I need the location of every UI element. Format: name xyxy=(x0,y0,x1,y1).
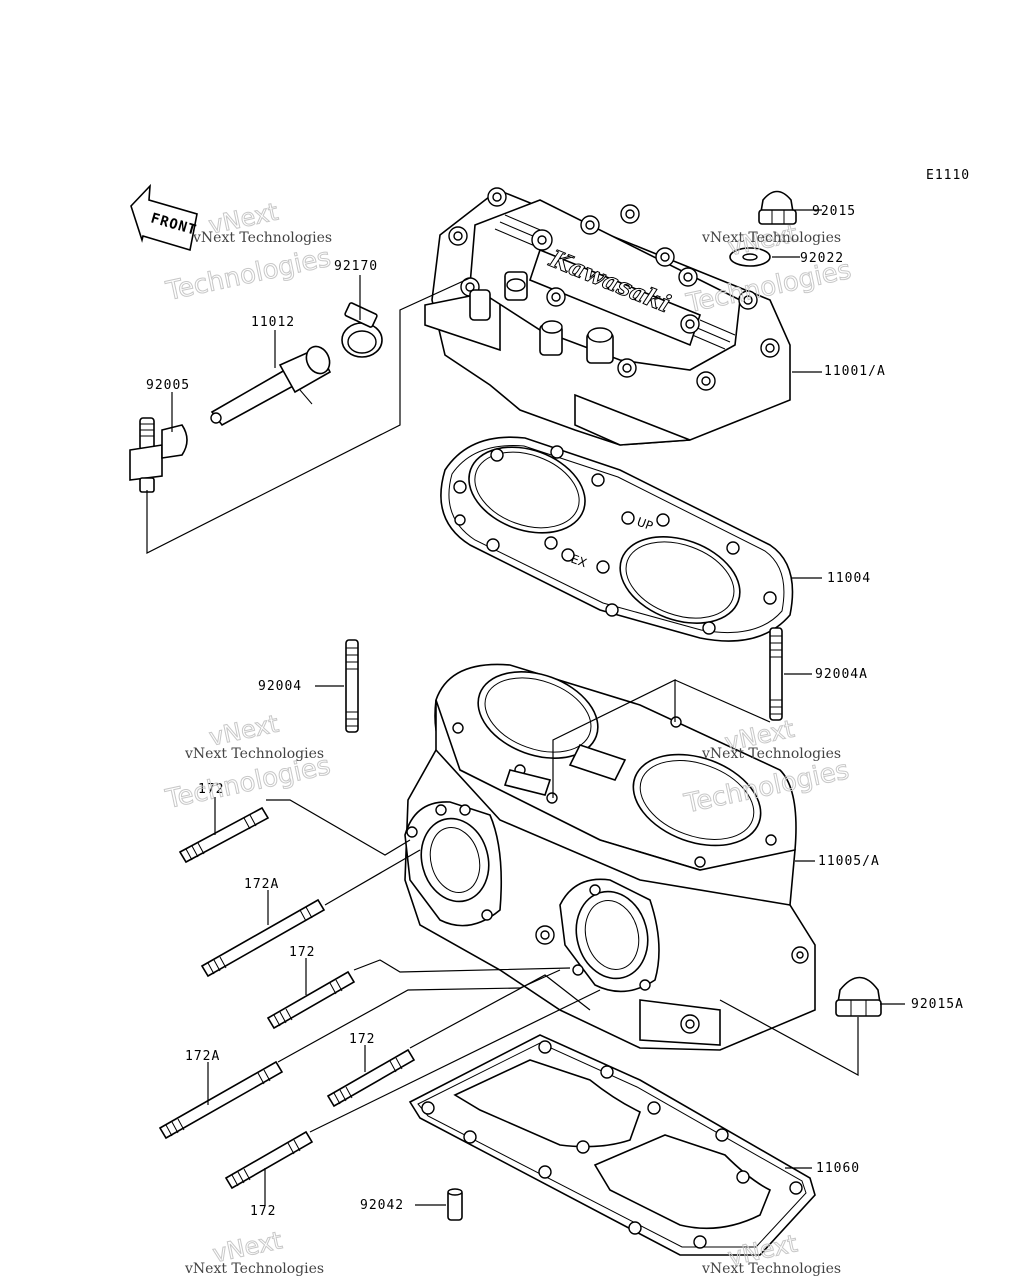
stud-172a-a[interactable] xyxy=(200,898,326,978)
head-gasket[interactable]: UP EX xyxy=(440,432,794,642)
temperature-sensor-11012[interactable] xyxy=(210,343,334,427)
label-11001a[interactable]: 11001/A xyxy=(824,364,886,379)
label-172-c[interactable]: 172 xyxy=(349,1032,375,1047)
cap-nut-92015a[interactable] xyxy=(835,976,882,1017)
gasket-ex-mark: EX xyxy=(569,552,589,571)
stud-172a-b[interactable] xyxy=(158,1060,284,1140)
label-11012[interactable]: 11012 xyxy=(251,315,295,330)
watermark-line2-a: Technologies xyxy=(163,243,334,307)
cylinder-head[interactable]: Kawasaki xyxy=(424,187,791,446)
label-11004[interactable]: 11004 xyxy=(827,571,871,586)
label-92004[interactable]: 92004 xyxy=(258,679,302,694)
watermarks: vNext Technologies vNext Technologies vN… xyxy=(162,197,854,1277)
hose-clamp-92170[interactable] xyxy=(341,302,383,358)
part-labels: 92015 92022 92170 11012 92005 11001/A 11… xyxy=(146,204,964,1219)
label-172-d[interactable]: 172 xyxy=(250,1204,276,1219)
label-172-a[interactable]: 172 xyxy=(198,782,224,797)
gasket-up-mark: UP xyxy=(635,515,655,534)
label-11005a[interactable]: 11005/A xyxy=(818,854,880,869)
label-172a-b[interactable]: 172A xyxy=(185,1049,220,1064)
label-172a-a[interactable]: 172A xyxy=(244,877,279,892)
watermark-small-d: vNext Technologies xyxy=(701,746,841,762)
watermark-small-e: vNext Technologies xyxy=(184,1261,324,1277)
label-11060[interactable]: 11060 xyxy=(816,1161,860,1176)
label-92022[interactable]: 92022 xyxy=(800,251,844,266)
label-92042[interactable]: 92042 xyxy=(360,1198,404,1213)
watermark-small-f: vNext Technologies xyxy=(701,1261,841,1277)
leader-lines xyxy=(146,209,905,1206)
watermark-small-a: vNext Technologies xyxy=(192,230,332,246)
stud-92004[interactable] xyxy=(345,639,359,733)
fitting-92005[interactable] xyxy=(129,417,188,493)
label-92015[interactable]: 92015 xyxy=(812,204,856,219)
stud-172-d[interactable] xyxy=(224,1130,314,1190)
washer-92022[interactable] xyxy=(729,247,771,267)
watermark-small-b: vNext Technologies xyxy=(701,230,841,246)
stud-172-b[interactable] xyxy=(266,970,356,1030)
stud-172-a[interactable] xyxy=(178,806,270,864)
base-gasket[interactable] xyxy=(408,1034,816,1256)
dowel-pin-92042[interactable] xyxy=(447,1188,463,1221)
label-92005[interactable]: 92005 xyxy=(146,378,190,393)
label-92015a[interactable]: 92015A xyxy=(911,997,964,1012)
label-172-b[interactable]: 172 xyxy=(289,945,315,960)
stud-92004a[interactable] xyxy=(769,627,783,721)
cap-nut-92015[interactable] xyxy=(758,190,797,225)
front-arrow-icon: FRONT xyxy=(130,183,199,252)
label-92170[interactable]: 92170 xyxy=(334,259,378,274)
watermark-small-c: vNext Technologies xyxy=(184,746,324,762)
stud-172-c[interactable] xyxy=(326,1048,416,1108)
diagram-code: E1110 xyxy=(926,168,970,183)
cylinder-block[interactable] xyxy=(404,656,816,1051)
label-92004a[interactable]: 92004A xyxy=(815,667,868,682)
